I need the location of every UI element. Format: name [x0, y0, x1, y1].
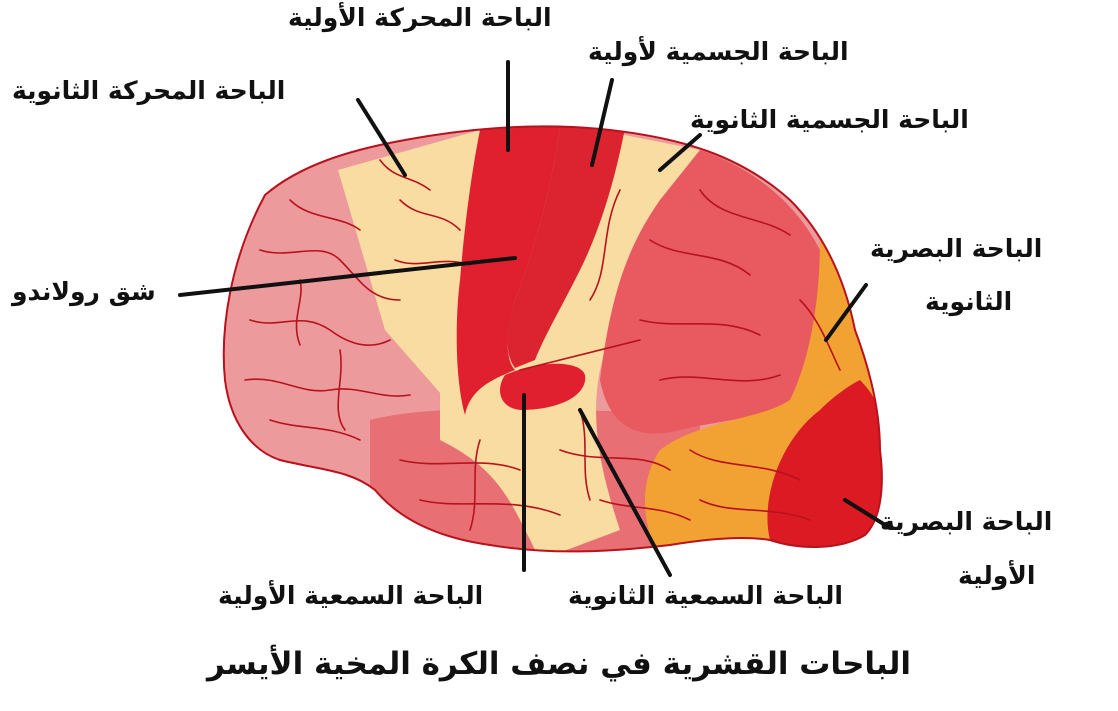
label-primary-visual-2: الأولية [958, 560, 1035, 591]
label-secondary-motor: الباحة المحركة الثانوية [12, 75, 285, 106]
label-primary-auditory: الباحة السمعية الأولية [218, 580, 483, 611]
diagram-caption: الباحات القشرية في نصف الكرة المخية الأي… [0, 646, 1118, 682]
label-primary-visual-1: الباحة البصرية [880, 506, 1052, 537]
label-secondary-visual-1: الباحة البصرية [870, 233, 1042, 264]
label-secondary-somatosensory: الباحة الجسمية الثانوية [690, 104, 969, 135]
label-primary-motor: الباحة المحركة الأولية [288, 2, 552, 33]
label-primary-somatosensory: الباحة الجسمية لأولية [588, 36, 849, 67]
label-rolando-fissure: شق رولاندو [12, 276, 156, 307]
cortex-regions [200, 100, 900, 580]
label-secondary-auditory: الباحة السمعية الثانوية [568, 580, 843, 611]
label-secondary-visual-2: الثانوية [925, 286, 1012, 317]
